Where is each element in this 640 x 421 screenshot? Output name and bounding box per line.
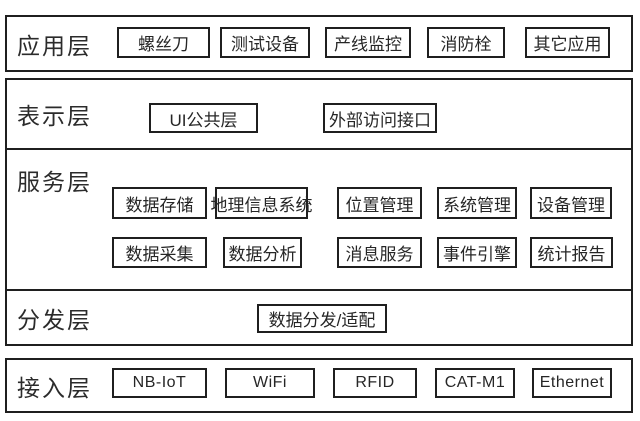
box-location-management: 位置管理 bbox=[337, 187, 422, 219]
box-data-analysis: 数据分析 bbox=[223, 237, 302, 268]
box-external-access-interface: 外部访问接口 bbox=[323, 103, 437, 133]
layer-distribution: 分发层 数据分发/适配 bbox=[5, 289, 633, 346]
layer-distribution-label: 分发层 bbox=[17, 306, 92, 333]
box-wifi: WiFi bbox=[225, 368, 315, 398]
layer-service-label: 服务层 bbox=[17, 169, 92, 195]
box-fire-hydrant: 消防栓 bbox=[427, 27, 505, 58]
layer-presentation: 表示层 UI公共层 外部访问接口 bbox=[5, 78, 633, 150]
box-data-collection: 数据采集 bbox=[112, 237, 207, 268]
box-message-service: 消息服务 bbox=[337, 237, 422, 268]
box-ethernet: Ethernet bbox=[532, 368, 612, 398]
box-statistics-report: 统计报告 bbox=[530, 237, 613, 268]
box-production-line-monitoring: 产线监控 bbox=[325, 27, 411, 58]
layer-application: 应用层 螺丝刀 测试设备 产线监控 消防栓 其它应用 bbox=[5, 15, 633, 72]
box-event-engine: 事件引擎 bbox=[437, 237, 517, 268]
box-system-management: 系统管理 bbox=[437, 187, 517, 219]
box-ui-common-layer: UI公共层 bbox=[149, 103, 258, 133]
box-device-management: 设备管理 bbox=[530, 187, 612, 219]
layer-application-label: 应用层 bbox=[17, 32, 92, 59]
layer-service: 服务层 数据存储 地理信息系统 位置管理 系统管理 设备管理 数据采集 数据分析… bbox=[5, 148, 633, 291]
layer-access-label: 接入层 bbox=[17, 374, 92, 401]
box-data-distribution-adaptation: 数据分发/适配 bbox=[257, 304, 387, 333]
box-rfid: RFID bbox=[333, 368, 417, 398]
box-nb-iot: NB-IoT bbox=[112, 368, 207, 398]
box-test-equipment: 测试设备 bbox=[220, 27, 310, 58]
box-gis: 地理信息系统 bbox=[211, 187, 313, 219]
layer-access: 接入层 NB-IoT WiFi RFID CAT-M1 Ethernet bbox=[5, 358, 633, 413]
box-screwdriver: 螺丝刀 bbox=[117, 27, 210, 58]
box-cat-m1: CAT-M1 bbox=[435, 368, 515, 398]
box-other-applications: 其它应用 bbox=[525, 27, 610, 58]
layer-presentation-label: 表示层 bbox=[17, 103, 92, 129]
box-data-storage: 数据存储 bbox=[112, 187, 207, 219]
